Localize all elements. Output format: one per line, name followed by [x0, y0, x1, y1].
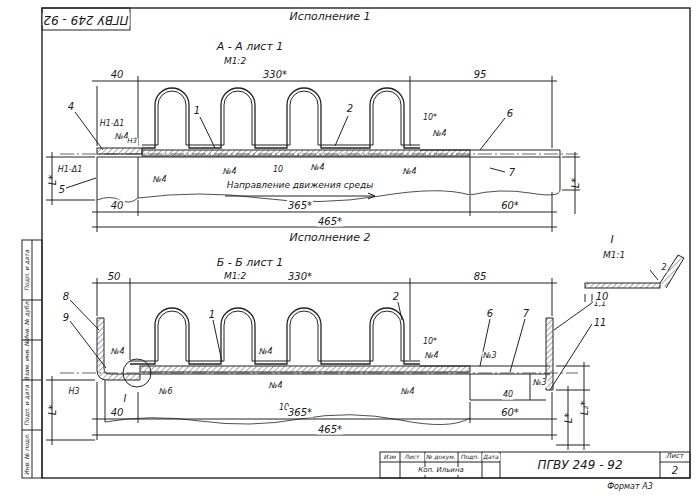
title-block-cell: Лист: [665, 453, 685, 461]
weld-symbol: №4: [310, 164, 325, 173]
dimension: 40: [110, 69, 125, 80]
scale-label: М1:2: [223, 272, 247, 282]
callout-number: 9: [62, 312, 70, 323]
callout-number: 7: [508, 167, 516, 178]
weld-symbol: №4: [424, 352, 439, 361]
stamp-cell: Инв. № дубл.: [24, 298, 31, 341]
weld-symbol: №4: [222, 168, 237, 177]
stamp-cell: Инв. № подл.: [24, 432, 31, 475]
document-code: ПГВУ 249 - 92: [536, 459, 623, 472]
title-block-cell: Изм: [383, 454, 397, 461]
format-note: Формат А3: [606, 483, 654, 492]
dimension: 10: [272, 166, 284, 175]
stamp-code: ПГВУ 249 - 92: [42, 12, 129, 25]
weld-symbol: Н3: [126, 138, 138, 146]
weld-symbol: №4: [268, 382, 283, 391]
flow-direction-note: Направление движения среды: [226, 181, 375, 191]
weld-symbol: №3: [532, 379, 547, 388]
dimension: 50: [107, 271, 122, 282]
callout-number: 7: [522, 308, 530, 319]
dimension: 40: [502, 391, 514, 400]
dimension: 330*: [262, 69, 288, 80]
bellows-assembly-1: [46, 76, 580, 232]
copyist-note: Коп. Ильина: [417, 467, 465, 475]
dimension: 2: [660, 264, 667, 273]
callout-number: 6: [486, 308, 494, 319]
section-label: А - А лист 1: [216, 41, 285, 53]
section-label: Б - Б лист 1: [216, 257, 285, 269]
dimension: 330*: [287, 271, 313, 282]
title-block-cell: Лист: [403, 454, 420, 461]
sheet-frame: [22, 8, 690, 478]
weld-symbol: №4: [110, 348, 125, 357]
bellows-assembly-2: [46, 278, 596, 450]
weld-symbol: Н1-Δ1: [57, 166, 84, 175]
weld-symbol: №4: [400, 388, 415, 397]
callout-number: 6: [506, 108, 514, 119]
dimension: L*: [563, 412, 574, 425]
weld-symbol: №4: [152, 176, 167, 185]
dimension: 465*: [317, 216, 343, 227]
sheet-number: 2: [671, 465, 679, 476]
dimension: L*: [47, 404, 58, 417]
callout-number: 4: [67, 101, 75, 112]
dimension: L*: [570, 177, 581, 190]
callout-number: 2: [392, 291, 400, 302]
callout-number: 2: [346, 103, 354, 114]
stamp-cell: Взам. инв. №: [24, 339, 31, 382]
title-block-cell: Дата: [482, 454, 500, 461]
weld-symbol: №4: [402, 168, 417, 177]
title-block-cell: № докум.: [425, 454, 457, 461]
dimension: L₂*: [579, 400, 590, 417]
weld-symbol: №6: [158, 388, 173, 397]
view-title: Исполнение 1: [289, 11, 372, 23]
dimension: 95: [473, 69, 488, 80]
view-title: Исполнение 2: [289, 232, 372, 244]
dimension: 10*: [422, 114, 438, 123]
detail-mark: I: [123, 393, 128, 404]
scale-label: М1:1: [602, 251, 626, 261]
dimension: 40: [110, 407, 125, 418]
dimension: 40: [110, 200, 125, 211]
callout-number: 11: [593, 317, 608, 328]
weld-symbol: Н3: [67, 388, 80, 397]
callout-number: 10: [595, 291, 610, 302]
callout-number: 8: [62, 291, 70, 302]
callout-number: 1: [193, 105, 201, 116]
stamp-cell: Подп. и дата: [24, 249, 31, 292]
title-block-cell: Подп.: [460, 454, 480, 461]
dimension: L*: [47, 174, 58, 187]
weld-symbol: №3: [482, 352, 497, 361]
weld-symbol: №4: [258, 348, 273, 357]
dimension: 10*: [422, 338, 438, 347]
detail-view-i: [585, 255, 684, 302]
dimension: 60*: [500, 200, 520, 211]
dimension: 465*: [317, 424, 343, 435]
callout-number: 5: [58, 184, 66, 195]
scale-label: М1:2: [223, 57, 247, 67]
dimension: 60*: [500, 407, 520, 418]
detail-mark: I: [609, 234, 614, 246]
weld-symbol: Н1-Δ1: [99, 120, 126, 129]
dimension: 365*: [287, 200, 313, 211]
dimension: 85: [473, 271, 488, 282]
weld-symbol: №4: [432, 130, 447, 139]
callout-number: 1: [208, 309, 216, 320]
stamp-cell: Подп. и дата: [24, 384, 31, 427]
dimension: 365*: [287, 407, 313, 418]
